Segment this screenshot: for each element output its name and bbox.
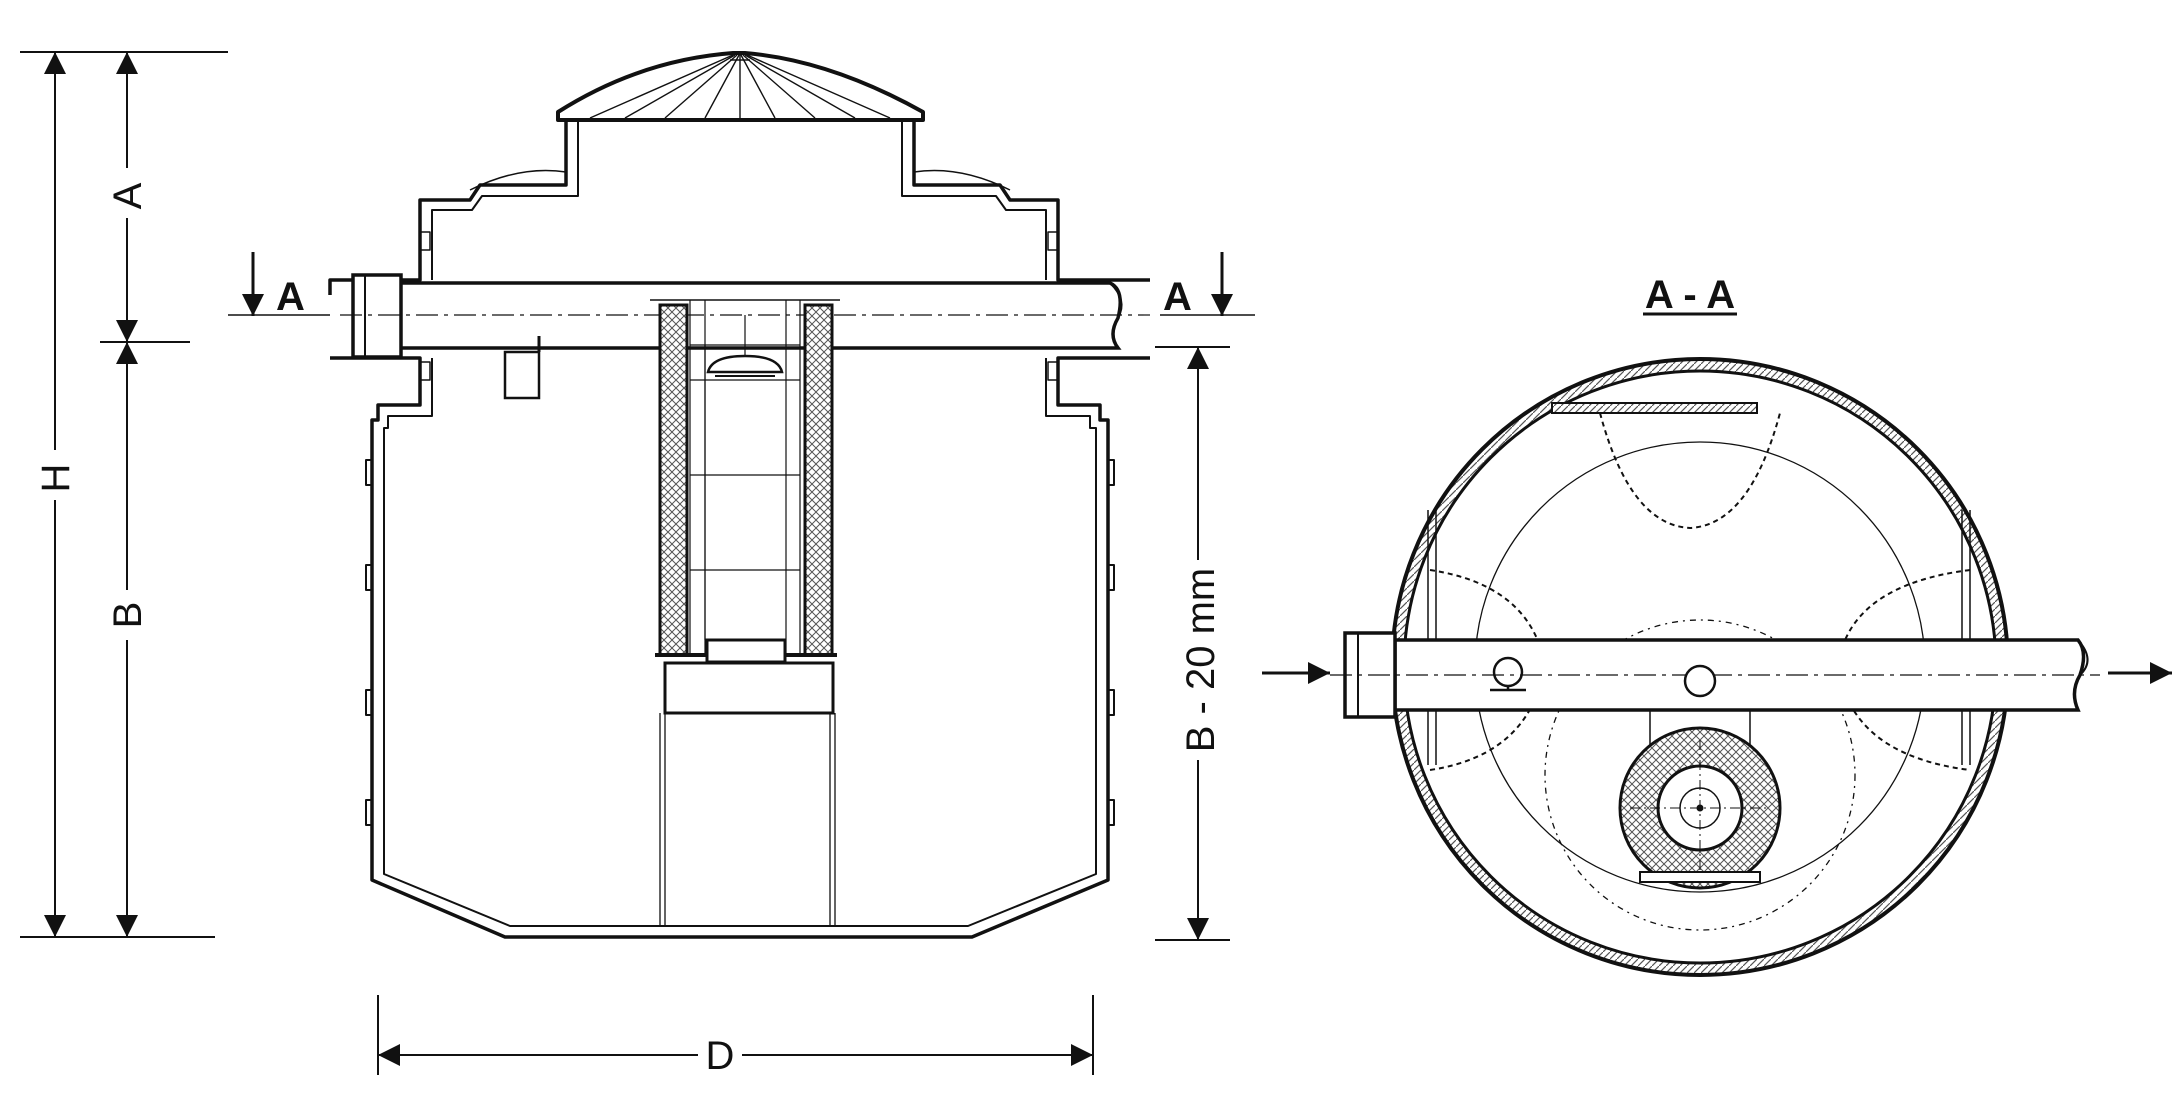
water-level-symbol <box>1490 656 1526 692</box>
body-section-label: B <box>106 602 150 629</box>
section-marker-left-label: A <box>276 275 305 319</box>
pipe-socket <box>351 273 403 359</box>
top-section-label: A <box>106 182 150 209</box>
section-title: A - A <box>1645 273 1735 317</box>
height-label: H <box>34 464 78 493</box>
section-view <box>1330 357 2100 977</box>
tank-shell <box>328 120 1150 939</box>
filter-media-right <box>803 303 834 657</box>
filter-base-block <box>663 661 835 715</box>
tank-side-view <box>328 51 1150 939</box>
filter-media-left <box>658 303 689 657</box>
section-marker-right: A <box>1160 252 1255 319</box>
inlet-outlet-pipe <box>340 273 1150 400</box>
diameter-label: D <box>706 1034 735 1078</box>
depth-label: B - 20 mm <box>1179 568 1223 752</box>
riser-pipe-circle <box>1683 664 1717 698</box>
filter-column <box>650 299 840 926</box>
float-valve <box>706 354 784 374</box>
section-marker-right-label: A <box>1163 275 1192 319</box>
section-marker-left: A <box>228 252 330 319</box>
